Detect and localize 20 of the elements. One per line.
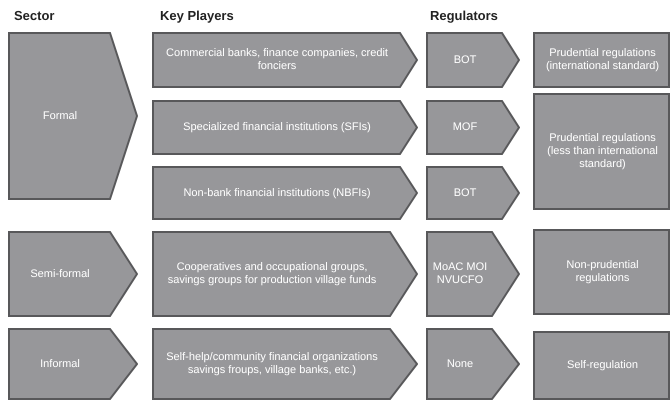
node-text: BOT [454,54,476,66]
node-text: Self-help/community financial organizations savings froups, village banks, etc.) [165,351,379,377]
node-text: None [446,358,474,370]
node-text: Formal [42,110,78,122]
node-text: MoAC MOI NVUCFO [432,261,488,287]
column-header: Regulators [430,8,498,23]
node-text: Cooperatives and occupational groups, savings groups for production village funds [166,261,378,287]
node-text: Specialized financial institutions (SFIs) [183,121,371,134]
column-header: Sector [14,8,54,23]
node-text: Non-bank financial institutions (NBFIs) [183,186,371,200]
column-header: Key Players [160,8,234,23]
node-text: Commercial banks, finance companies, credit fonciers [165,47,389,73]
node-text: Semi-formal [30,268,90,280]
node-text: Prudential regulations (less than international standard) [546,132,659,171]
node-text: Self-regulation [567,359,638,372]
node-text: Prudential regulations (international standard) [544,47,660,73]
node-text: Informal [40,358,80,370]
node-text: Non-prudential regulations [565,259,640,285]
node-text: BOT [454,186,476,200]
node-text: MOF [452,121,478,134]
